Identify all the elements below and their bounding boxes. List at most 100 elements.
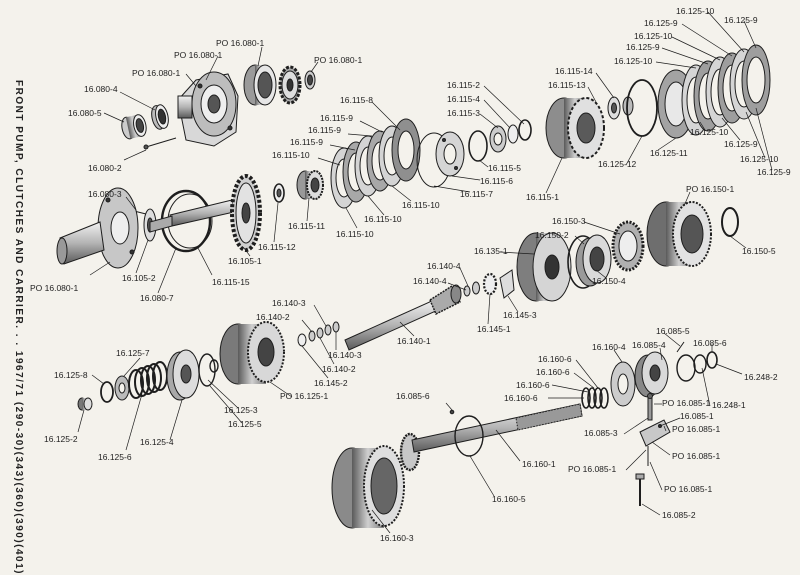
seal-ring-16.085-6-pin	[449, 409, 455, 415]
spring-16.115-3	[489, 125, 507, 153]
piston-16.125-4	[166, 349, 200, 401]
ring-16.248-1	[676, 354, 696, 382]
clutch-plates-16.115	[330, 118, 421, 209]
part-label: PO 16.085-1	[662, 398, 711, 408]
part-label: 16.085-6	[396, 391, 430, 401]
part-label: 16.145-1	[477, 324, 511, 334]
parts-artwork	[56, 11, 773, 534]
gear-ring-16.080-1	[243, 64, 277, 106]
part-label: 16.160-6	[536, 367, 570, 377]
bolt-16.085-2	[635, 473, 645, 506]
part-label: 16.115-9	[320, 113, 353, 123]
shaft-16.105-1	[149, 174, 262, 252]
part-label: 16.248-2	[744, 372, 778, 382]
part-label: PO 16.150-1	[686, 184, 735, 194]
part-label: 16.145-2	[314, 378, 348, 388]
part-label: 16.140-3	[272, 298, 306, 308]
shaft-16.160-1	[399, 403, 583, 472]
ring-16.125-8	[100, 381, 114, 403]
part-label: 16.115-8	[340, 95, 373, 105]
drum-16.160-3	[331, 445, 405, 529]
part-label: PO 16.080-1	[30, 283, 79, 293]
snap-ring-16.115-2	[518, 119, 532, 141]
retainer-16.115-4	[507, 124, 519, 144]
part-label: 16.115-10	[272, 150, 310, 160]
washer-16.150-5	[721, 207, 739, 237]
sun-shell-16.135-1	[516, 232, 572, 302]
part-label: 16.125-9	[757, 167, 791, 177]
part-label: 16.080-4	[84, 84, 118, 94]
diagram-title: FRONT PUMP, CLUTCHES AND CARRIER. . . 19…	[13, 80, 24, 575]
part-label: 16.115-14	[555, 66, 593, 76]
ring-16.140-3-a	[316, 327, 324, 339]
clutch-pack-16.125	[657, 44, 771, 139]
part-label: 16.115-1	[526, 192, 559, 202]
part-label: 16.125-9	[626, 42, 660, 52]
part-label: 16.115-10	[402, 200, 440, 210]
gear-16.150-3	[611, 220, 645, 272]
spring-plate-16.145-3	[499, 269, 515, 299]
part-label: 16.125-9	[724, 15, 758, 25]
thrust-washer-16.115-12	[273, 183, 285, 203]
part-label: 16.115-2	[447, 80, 480, 90]
part-label: 16.135-1	[474, 246, 508, 256]
part-label: PO 16.085-1	[672, 424, 721, 434]
pin-16.085-5	[676, 341, 685, 353]
part-label: 16.085-3	[584, 428, 618, 438]
washer-16.140-4-b	[472, 281, 480, 295]
part-label: PO 16.080-1	[132, 68, 181, 78]
part-label: 16.115-10	[364, 214, 402, 224]
hub-16.115-11	[296, 170, 324, 200]
part-label: 16.105-2	[122, 273, 156, 283]
clutch-housing-16.125-1	[219, 321, 285, 385]
part-label: 16.140-2	[322, 364, 356, 374]
part-label: PO 16.080-1	[314, 55, 363, 65]
ring-16.140-3-b	[332, 321, 340, 333]
stator-support-group	[56, 170, 324, 269]
part-label: 16.115-12	[258, 242, 296, 252]
part-label: PO 16.085-1	[568, 464, 617, 474]
part-label: 16.125-10	[676, 6, 715, 16]
washer-16.145-2	[297, 333, 307, 347]
bushing-16.080-5	[121, 114, 147, 140]
ring-gear-16.150-1	[646, 201, 712, 267]
part-label: 16.160-6	[538, 354, 572, 364]
part-label: 16.140-3	[328, 350, 362, 360]
part-label: 16.085-4	[632, 340, 666, 350]
plate-16.125-9-c	[741, 44, 771, 116]
part-label: 16.140-2	[256, 312, 290, 322]
ring-16.085-6	[706, 351, 718, 369]
part-label: 16.115-6	[480, 176, 513, 186]
part-label: PO 16.125-1	[280, 391, 329, 401]
retainer-16.125-7	[114, 375, 130, 401]
part-label: 16.125-11	[650, 148, 688, 158]
housing-16.085-4	[634, 351, 669, 398]
output-shaft-16.140-1	[344, 284, 462, 351]
part-label: 16.115-9	[308, 125, 341, 135]
mainshaft-group-16.160	[331, 361, 636, 529]
part-label: 16.125-8	[54, 370, 88, 380]
part-label: 16.125-10	[690, 127, 729, 137]
leader-lines	[77, 11, 773, 534]
part-label: 16.150-4	[592, 276, 626, 286]
seal-rings-16.160-6	[581, 387, 609, 409]
part-label: 16.115-7	[460, 189, 493, 199]
part-label: 16.085-2	[662, 510, 696, 520]
part-label: 16.115-15	[212, 277, 250, 287]
part-label: 16.115-10	[336, 229, 374, 239]
part-label: PO 16.085-1	[664, 484, 713, 494]
part-label: 16.150-5	[742, 246, 776, 256]
part-label: 16.125-6	[98, 452, 132, 462]
part-label: PO 16.080-1	[174, 50, 223, 60]
part-label: PO 16.080-1	[216, 38, 265, 48]
part-label: 16.080-7	[140, 293, 174, 303]
part-label: 16.248-1	[712, 400, 746, 410]
part-label: 16.105-1	[228, 256, 262, 266]
part-label: 16.125-9	[644, 18, 678, 28]
part-label: 16.125-9	[724, 139, 758, 149]
bushing-16.125-2	[77, 397, 93, 411]
seal-16.125-3	[209, 359, 219, 373]
part-label: 16.125-5	[228, 419, 262, 429]
front-pump-group	[121, 64, 316, 150]
washer-16.115-14	[607, 96, 621, 120]
